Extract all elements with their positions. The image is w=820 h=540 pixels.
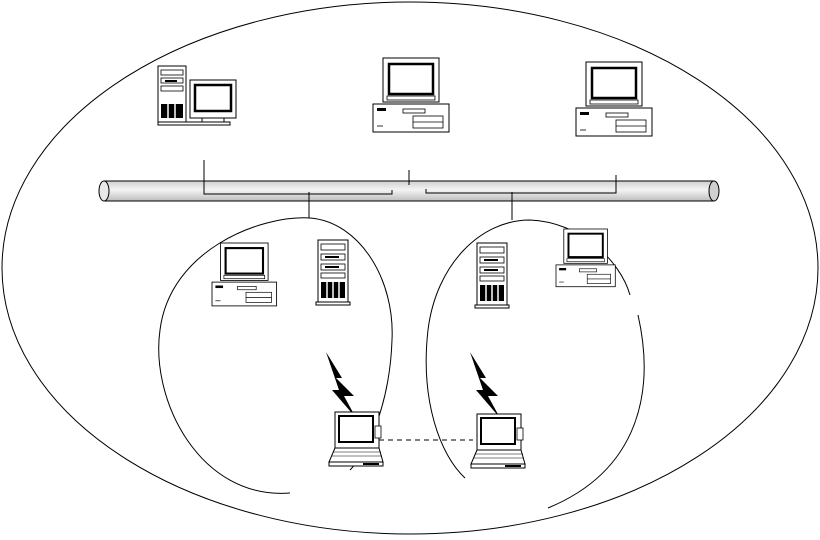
tower-pc-with-monitor-icon (158, 66, 236, 125)
desktop-pc-icon (556, 229, 615, 287)
desktop-pc-icon (373, 58, 449, 132)
tower-server-icon (316, 240, 350, 305)
wireless-cell-right-boundary-lower (548, 315, 644, 508)
wireless-signal-icon (326, 352, 356, 418)
desktop-pc-icon (576, 62, 652, 136)
wireless-signal-icon (470, 352, 500, 418)
laptop-icon (329, 412, 383, 466)
desktop-pc-icon (212, 243, 277, 306)
laptop-icon (471, 414, 525, 468)
tower-server-icon (475, 243, 509, 308)
